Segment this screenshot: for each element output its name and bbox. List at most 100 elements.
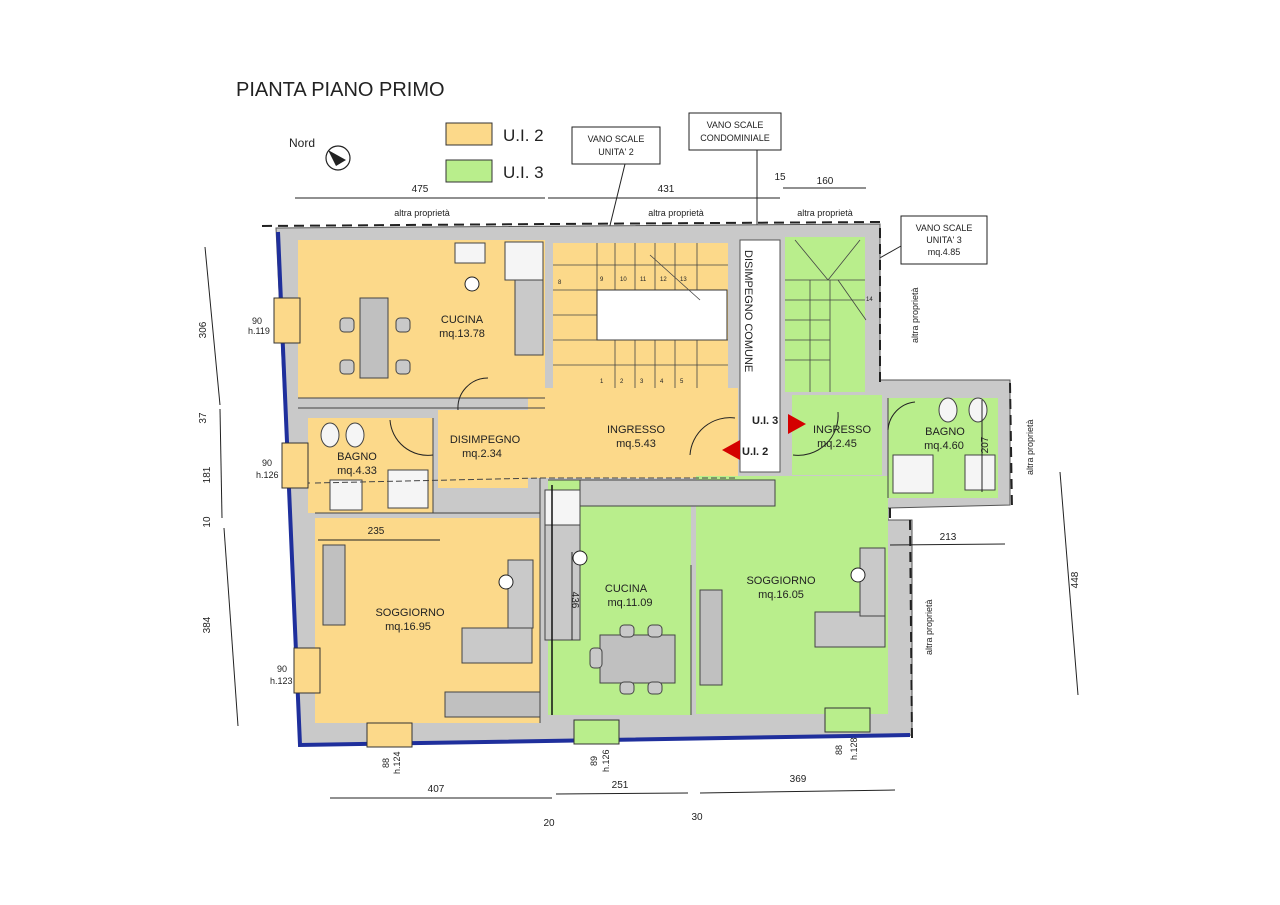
svg-text:altra proprietà: altra proprietà: [910, 287, 920, 343]
shower-ui3-icon: [964, 454, 996, 491]
people: [464, 276, 866, 590]
stove-ui3-icon: [544, 489, 581, 526]
room-cucina-ui2: [298, 240, 545, 398]
dim-37: 37: [198, 412, 209, 424]
svg-text:UNITA' 3: UNITA' 3: [926, 235, 962, 245]
legend-swatch-ui2: [445, 122, 493, 146]
bidet-ui3-icon: [968, 397, 988, 423]
dimension-labels: 475 431 15 160 306 37 181 10 384 407 251…: [198, 172, 1081, 829]
svg-text:VANO SCALE: VANO SCALE: [707, 120, 764, 130]
dim-407: 407: [428, 784, 445, 795]
entrance-ui3-icon: [788, 414, 806, 434]
svg-text:UNITA' 2: UNITA' 2: [598, 147, 634, 157]
label-disimpegno-ui2: DISIMPEGNO: [450, 434, 521, 446]
label-soggiorno-ui2: SOGGIORNO: [375, 607, 445, 619]
windows: [273, 297, 871, 748]
area-bagno-ui2: mq.4.33: [337, 465, 377, 477]
label-ingresso-ui3: INGRESSO: [813, 424, 872, 436]
dim-213: 213: [940, 532, 957, 543]
tv-unit-ui3: [699, 589, 723, 686]
label-bagno-ui3: BAGNO: [925, 426, 965, 438]
label-soggiorno-ui3: SOGGIORNO: [746, 575, 816, 587]
north-arrow-icon: [328, 150, 346, 166]
page-title: PIANTA PIANO PRIMO: [236, 79, 445, 101]
basin-ui3-icon: [892, 454, 934, 494]
callout-vano-scale-ui3: VANO SCALE UNITA' 3 mq.4.85: [861, 215, 988, 269]
legend-swatch-ui3: [445, 159, 493, 183]
area-soggiorno-ui2: mq.16.95: [385, 621, 431, 633]
sink-ui2-icon: [454, 242, 486, 264]
dim-20: 20: [543, 818, 555, 829]
upper-counter-ui3: [579, 479, 776, 507]
entrance-ui2-label: U.I. 2: [742, 446, 768, 458]
area-bagno-ui3: mq.4.60: [924, 440, 964, 452]
room-soggiorno-ui3: [696, 476, 888, 714]
area-cucina-ui2: mq.13.78: [439, 328, 485, 340]
svg-text:12: 12: [660, 277, 667, 283]
disimpegno-comune: [739, 239, 781, 473]
svg-text:11: 11: [640, 277, 647, 283]
window-6-height: h.128: [849, 737, 859, 760]
dim-160: 160: [817, 176, 834, 187]
legend: U.I. 2 U.I. 3: [445, 122, 544, 183]
sofa-side-ui3: [859, 547, 886, 617]
svg-text:5: 5: [680, 379, 684, 385]
svg-text:14: 14: [866, 297, 873, 303]
sofa-ui3-icon: [814, 611, 886, 648]
room-ingresso-ui3: [792, 395, 882, 475]
dim-475: 475: [412, 184, 429, 195]
dim-431: 431: [658, 184, 675, 195]
window-2-height: h.126: [256, 470, 279, 480]
window-labels: 90 h.119 90 h.126 90 h.123 88 h.124 89 h…: [248, 316, 859, 774]
basin-ui2-icon: [387, 469, 429, 509]
person-icon: [850, 567, 866, 583]
svg-text:mq.4.85: mq.4.85: [928, 247, 961, 257]
stair-ui3: [785, 237, 865, 392]
entrance-markers: U.I. 3 U.I. 2: [722, 414, 806, 460]
toilet-ui3-icon: [938, 397, 958, 423]
room-labels: CUCINA mq.13.78 BAGNO mq.4.33 DISIMPEGNO…: [337, 314, 965, 633]
room-ingresso-ui2: [528, 388, 738, 478]
svg-text:altra proprietà: altra proprietà: [924, 599, 934, 655]
unit-ui2-rooms: [298, 240, 738, 723]
dim-306: 306: [198, 321, 209, 338]
svg-text:altra proprietà: altra proprietà: [797, 208, 853, 218]
svg-text:CONDOMINIALE: CONDOMINIALE: [700, 133, 770, 143]
stair-numbers: 1 2 3 4 5 8 9 10 11 12 13 14: [558, 277, 873, 385]
furniture: [320, 241, 996, 718]
area-soggiorno-ui3: mq.16.05: [758, 589, 804, 601]
window-1-width: 90: [252, 316, 262, 326]
dim-448: 448: [1070, 571, 1081, 588]
dim-384: 384: [202, 616, 213, 633]
svg-text:9: 9: [600, 277, 604, 283]
disimpegno-comune-label: DISIMPEGNO COMUNE: [742, 250, 754, 372]
sideboard-ui2: [444, 691, 541, 718]
window-1-height: h.119: [248, 326, 270, 336]
dining-table-ui3: [599, 634, 676, 684]
person-icon: [498, 574, 514, 590]
svg-text:altra proprietà: altra proprietà: [648, 208, 704, 218]
dim-207: 207: [980, 436, 991, 453]
window-3-height: h.123: [270, 676, 293, 686]
compass: Nord: [289, 136, 351, 171]
dim-30: 30: [691, 812, 703, 823]
room-soggiorno-ui2: [315, 518, 540, 723]
toilet-ui2-icon: [320, 422, 340, 448]
window-4-height: h.124: [392, 751, 402, 774]
svg-text:altra proprietà: altra proprietà: [1025, 419, 1035, 475]
window-3-width: 90: [277, 664, 287, 674]
window-4-width: 88: [381, 758, 391, 768]
label-ingresso-ui2: INGRESSO: [607, 424, 666, 436]
sofa-side-ui2: [507, 559, 534, 629]
dimension-lines: [204, 187, 1079, 799]
dim-251: 251: [612, 780, 629, 791]
partitions: [298, 377, 916, 723]
legend-label-ui3: U.I. 3: [503, 163, 544, 182]
tv-unit-ui2: [322, 544, 346, 626]
label-bagno-ui2: BAGNO: [337, 451, 377, 463]
entrance-ui2-icon: [722, 440, 740, 460]
svg-text:2: 2: [620, 379, 624, 385]
dim-369: 369: [790, 774, 807, 785]
svg-text:3: 3: [640, 379, 644, 385]
